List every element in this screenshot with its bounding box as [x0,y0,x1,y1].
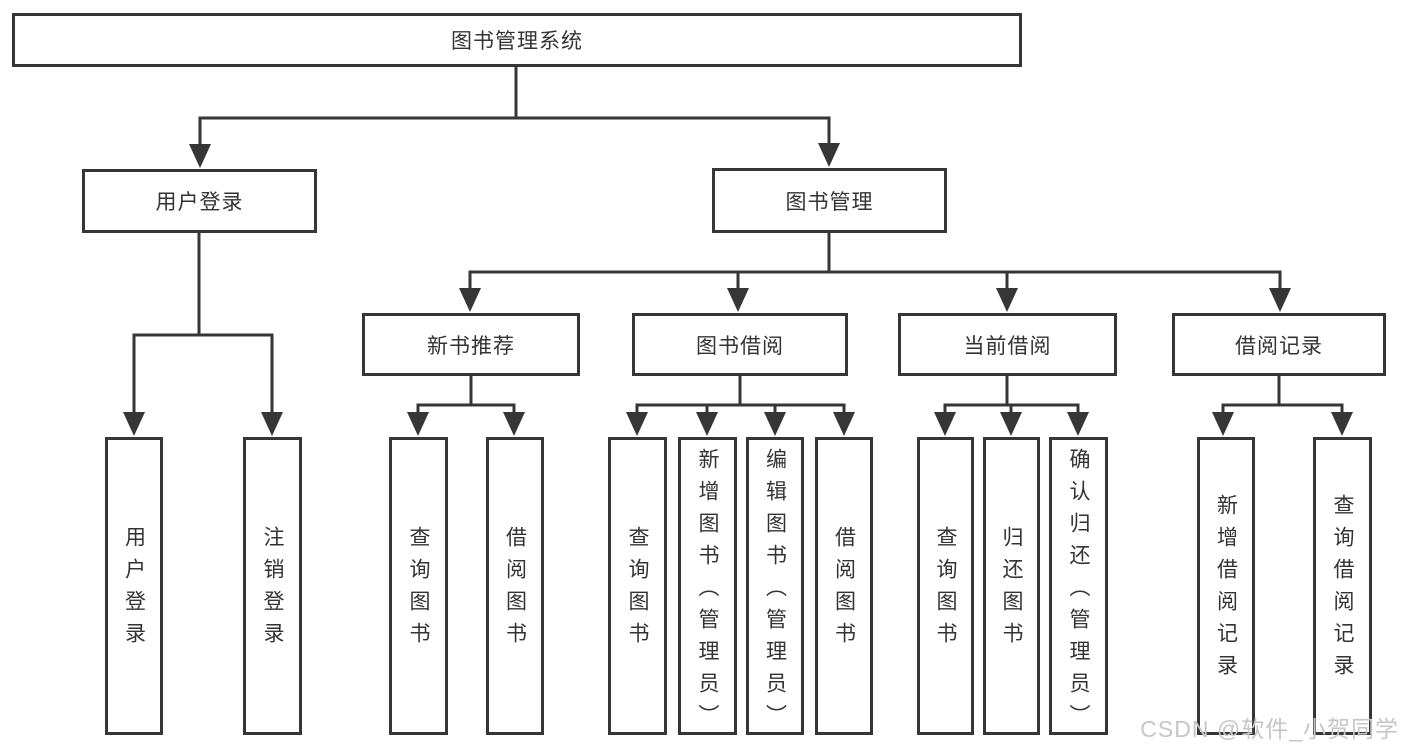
branch-lines [132,67,1344,407]
leaf-logout: 注销登录 [243,437,302,735]
leaf-edit-books-admin: 编辑图书（管理员） [746,437,804,736]
watermark: CSDN @软件_小贺同学 [1140,716,1399,742]
leaf-query-books-current: 查询图书 [917,437,974,735]
leaf-confirm-return-admin: 确认归还（管理员） [1049,437,1108,736]
leaf-borrow-books: 借阅图书 [815,437,873,735]
node-user-login: 用户登录 [82,169,317,233]
node-book-management: 图书管理 [712,168,947,233]
node-book-borrow: 图书借阅 [632,313,848,376]
leaf-borrow-books-recommend: 借阅图书 [486,437,544,735]
leaf-add-borrow-record: 新增借阅记录 [1197,437,1255,735]
leaf-query-borrow-record: 查询借阅记录 [1313,437,1372,735]
node-new-book-recommend: 新书推荐 [362,313,580,376]
leaf-user-login: 用户登录 [105,437,163,735]
node-root: 图书管理系统 [12,13,1022,67]
arrowheads [123,143,1353,436]
leaf-return-books: 归还图书 [983,437,1040,735]
leaf-add-books-admin: 新增图书（管理员） [678,437,737,736]
leaf-query-books-borrow: 查询图书 [608,437,667,735]
leaf-query-books-recommend: 查询图书 [389,437,448,735]
node-current-borrow: 当前借阅 [898,313,1117,376]
node-borrow-records: 借阅记录 [1172,313,1386,376]
